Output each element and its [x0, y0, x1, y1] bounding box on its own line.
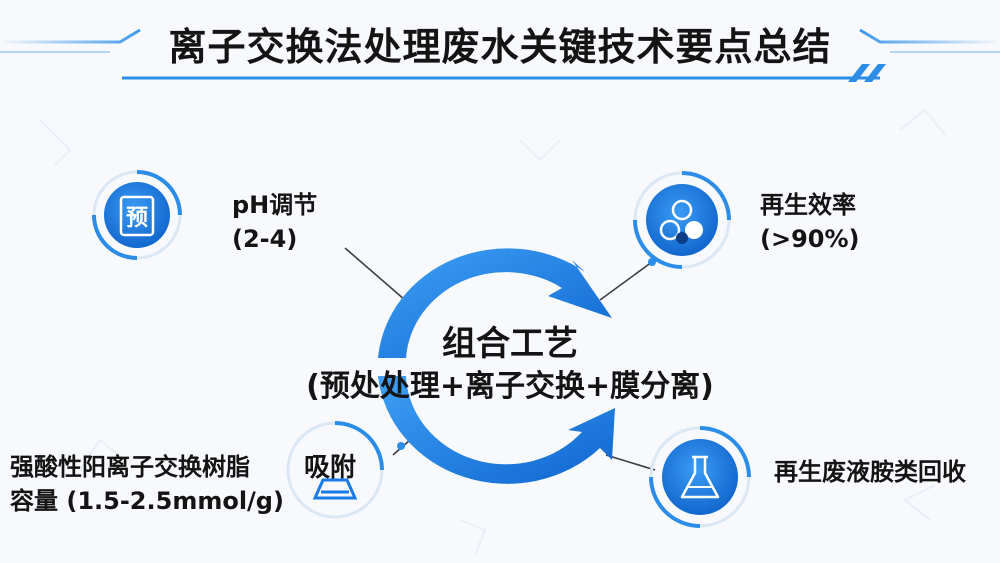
- document-icon: 预: [92, 170, 182, 260]
- molecules-icon: [633, 171, 731, 269]
- node-top-left-label: pH调节 (2-4): [232, 191, 318, 253]
- center-title: 组合工艺: [442, 324, 578, 364]
- adsorption-label: 吸附: [304, 453, 357, 483]
- tray-icon: [286, 421, 384, 519]
- center-subtitle: (预处处理+离子交换+膜分离): [306, 369, 714, 404]
- connector-top-right: [599, 261, 653, 301]
- cycle-arrow-upper: [378, 248, 612, 358]
- svg-text:预: 预: [126, 206, 148, 231]
- node-top-right-label: 再生效率 (>90%): [760, 191, 860, 253]
- flask-icon: [649, 426, 751, 528]
- node-bottom-left-label: 强酸性阳离子交换树脂 容量 (1.5-2.5mmol/g): [10, 453, 284, 515]
- page-title: 离子交换法处理废水关键技术要点总结: [168, 25, 832, 69]
- connector-top-left: [344, 247, 406, 301]
- cycle-arrow-lower: [378, 376, 615, 484]
- connector-bottom-right: [605, 454, 656, 471]
- center-label: 组合工艺 (预处处理+离子交换+膜分离): [280, 322, 740, 408]
- node-bottom-right-label: 再生废液胺类回收: [774, 458, 966, 486]
